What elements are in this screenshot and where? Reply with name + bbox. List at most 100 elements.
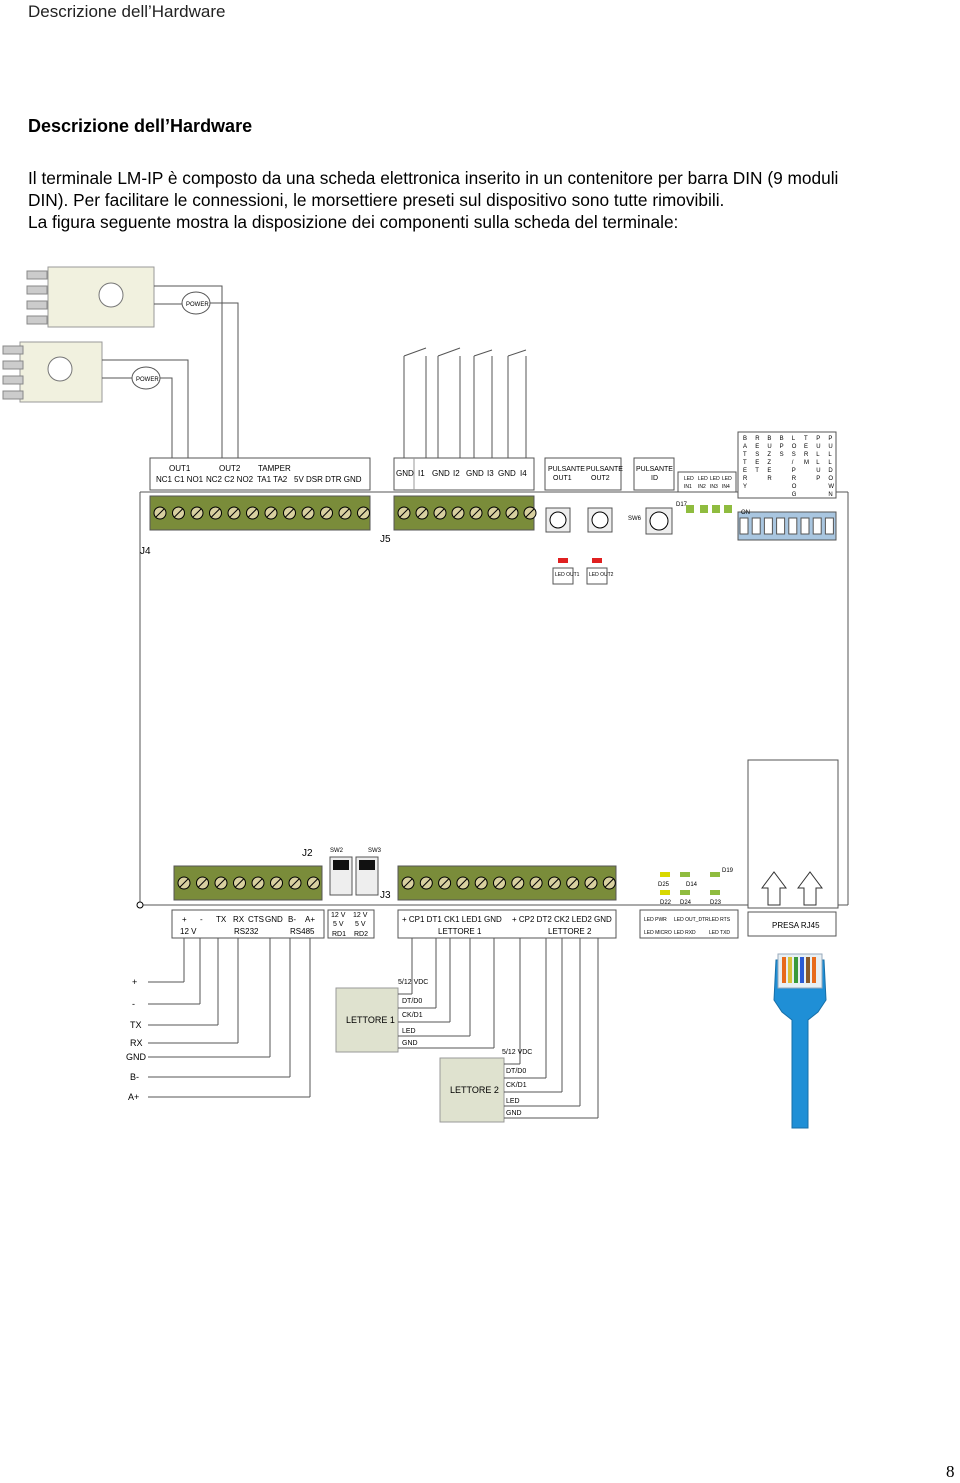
led-input: IN2 bbox=[698, 484, 706, 490]
bottom-pin: TX bbox=[216, 915, 227, 924]
button-label: PULSANTE bbox=[586, 466, 623, 473]
j5-pin: GND bbox=[466, 469, 484, 478]
group-label: RS485 bbox=[290, 927, 315, 936]
d25-label: D25 bbox=[658, 882, 670, 888]
wire-label: A+ bbox=[128, 1092, 139, 1102]
screw-slot bbox=[266, 508, 276, 518]
reader-wire: LED bbox=[402, 1028, 416, 1035]
reader-wire: GND bbox=[402, 1040, 418, 1047]
screw-slot bbox=[440, 878, 449, 888]
screw-slot bbox=[604, 878, 614, 888]
wire-label: RX bbox=[130, 1038, 143, 1048]
d19-label: D19 bbox=[722, 868, 734, 874]
screw-slot bbox=[495, 878, 504, 888]
screw-slot bbox=[417, 508, 427, 518]
screw-slot bbox=[568, 878, 578, 888]
led-word: LED bbox=[698, 476, 708, 482]
rj45-label: PRESA RJ45 bbox=[772, 921, 820, 930]
screw-slot bbox=[531, 878, 541, 888]
screw-slot bbox=[285, 508, 294, 518]
reader2-pins: + CP2 DT2 CK2 LED2 GND bbox=[512, 915, 612, 924]
dip-switch-toggle bbox=[776, 517, 786, 535]
reader1-box-label: LETTORE 1 bbox=[346, 1015, 395, 1025]
reader-wire: 5/12 VDC bbox=[398, 979, 428, 986]
intro-paragraph: Il terminale LM-IP è composto da una sch… bbox=[28, 167, 960, 233]
led-word: LED bbox=[684, 476, 694, 482]
bottom-pin: RX bbox=[233, 915, 245, 924]
j5-pin: I3 bbox=[487, 469, 494, 478]
reader-wire: CK/D1 bbox=[506, 1082, 527, 1089]
wire-label: + bbox=[132, 977, 137, 987]
group-label: RS232 bbox=[234, 927, 259, 936]
j5-pin: GND bbox=[432, 469, 450, 478]
wire-label: TX bbox=[130, 1020, 142, 1030]
sw2-label: SW2 bbox=[330, 848, 344, 854]
button-label: OUT2 bbox=[591, 475, 610, 482]
dip-switch-toggle bbox=[739, 517, 749, 535]
j5-pin: I2 bbox=[453, 469, 460, 478]
screw-slot bbox=[476, 878, 486, 888]
screw-slot bbox=[211, 508, 220, 518]
reader-wire: DT/D0 bbox=[402, 998, 422, 1005]
connector-j5: J5 bbox=[380, 534, 391, 545]
out1-pins: NC1 C1 NO1 bbox=[156, 475, 204, 484]
jumper-label: 5 V bbox=[333, 921, 344, 928]
screw-slot bbox=[174, 508, 183, 518]
d23-label: D23 bbox=[710, 900, 722, 906]
screw-slot bbox=[513, 878, 523, 888]
reader1-pins: + CP1 DT1 CK1 LED1 GND bbox=[402, 915, 502, 924]
screw-slot bbox=[253, 878, 263, 888]
reader-wire: 5/12 VDC bbox=[502, 1049, 532, 1056]
dip-switch-toggle bbox=[763, 517, 773, 535]
screw-slot bbox=[471, 508, 481, 518]
paragraph-line: DIN). Per facilitare le connessioni, le … bbox=[28, 190, 725, 210]
jumper-label: 12 V bbox=[353, 912, 368, 919]
group-label: LETTORE 1 bbox=[438, 927, 482, 936]
j5-pin: I1 bbox=[418, 469, 425, 478]
status-led: LED TXD bbox=[709, 930, 730, 936]
screw-slot bbox=[198, 878, 207, 888]
status-led: LED RXD bbox=[674, 930, 696, 936]
sw6-label: SW6 bbox=[628, 516, 642, 522]
status-led: LED MICRO bbox=[644, 930, 672, 936]
screw-slot bbox=[586, 878, 596, 888]
d24-label: D24 bbox=[680, 900, 692, 906]
screw-slot bbox=[421, 878, 431, 888]
jumper-label: RD1 bbox=[332, 931, 346, 938]
screw-slot bbox=[290, 878, 300, 888]
button-label: PULSANTE bbox=[636, 466, 673, 473]
screw-slot bbox=[248, 508, 257, 518]
dip-switch-toggle bbox=[788, 517, 798, 535]
led-input: IN1 bbox=[684, 484, 692, 490]
screw-slot bbox=[453, 508, 463, 518]
led-input: IN4 bbox=[722, 484, 730, 490]
d17-label: D17 bbox=[676, 502, 688, 508]
section-title: Descrizione dell’Hardware bbox=[28, 116, 253, 136]
button-label: OUT1 bbox=[553, 475, 572, 482]
out2-pins: NC2 C2 NO2 bbox=[206, 475, 254, 484]
tamper-pins: TA1 TA2 bbox=[257, 475, 288, 484]
led-out2-label: LED OUT2 bbox=[589, 572, 614, 578]
out2-header: OUT2 bbox=[219, 464, 241, 473]
d14-label: D14 bbox=[686, 882, 698, 888]
led-input: IN3 bbox=[710, 484, 718, 490]
jumper-label: 12 V bbox=[331, 912, 346, 919]
d22-label: D22 bbox=[660, 900, 672, 906]
jumper-label: RD2 bbox=[354, 931, 368, 938]
screw-slot bbox=[303, 508, 313, 518]
j5-pin: GND bbox=[396, 469, 414, 478]
screw-slot bbox=[525, 508, 535, 518]
screw-slot bbox=[192, 508, 202, 518]
bottom-pin: GND bbox=[265, 915, 283, 924]
screw-slot bbox=[179, 878, 189, 888]
button-label: ID bbox=[651, 475, 658, 482]
button-label: PULSANTE bbox=[548, 466, 585, 473]
screw-slot bbox=[399, 508, 409, 518]
board-layout-diagram: POWER POWER OUT1 NC1 C1 NO1 OUT2 NC2 C2 … bbox=[2, 266, 849, 1129]
paragraph-line: La figura seguente mostra la disposizion… bbox=[28, 212, 679, 232]
dip-switch-toggle bbox=[824, 517, 834, 535]
